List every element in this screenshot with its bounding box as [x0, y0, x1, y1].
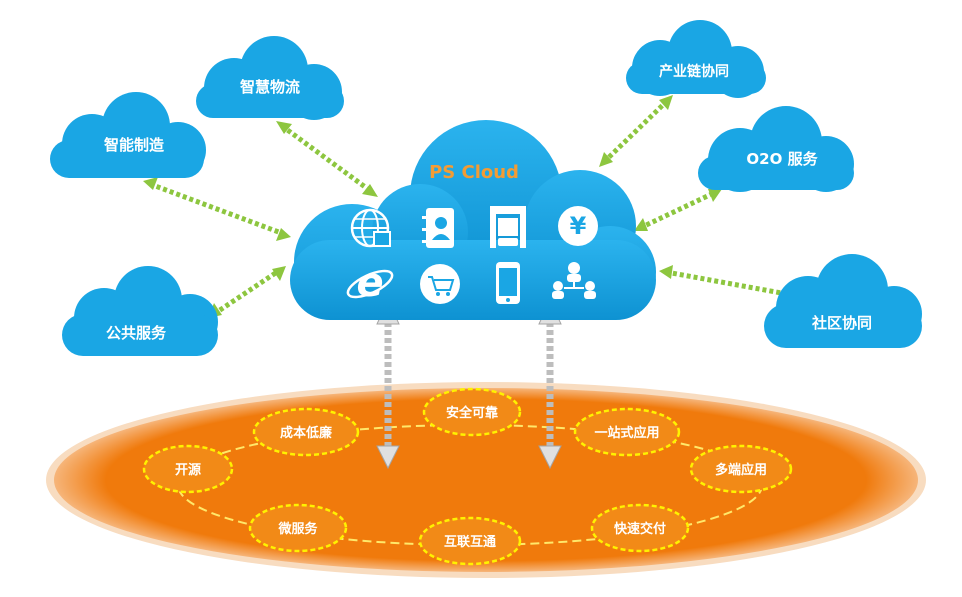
satellite-label: 社区协同	[811, 314, 872, 332]
shopping-cart-icon	[420, 264, 460, 304]
platform-node-open-source: 开源	[142, 444, 234, 494]
connector-smart-logistics	[276, 121, 378, 197]
satellite-cloud-smart-manufacturing: 智能制造	[50, 92, 206, 178]
green-connectors	[143, 95, 805, 318]
org-chart-icon	[552, 262, 596, 299]
satellite-label: 产业链协同	[659, 63, 729, 80]
platform-node-label: 微服务	[277, 521, 318, 537]
satellite-label: 公共服务	[106, 324, 167, 342]
satellite-cloud-o2o-service: O2O 服务	[698, 106, 854, 192]
platform-node-interconnect: 互联互通	[418, 516, 522, 566]
connector-smart-manufacturing	[143, 177, 291, 241]
platform-node-fast-delivery: 快速交付	[590, 503, 690, 553]
smartphone-icon	[496, 262, 520, 304]
garage-icon	[490, 206, 526, 248]
platform-node-one-stop: 一站式应用	[573, 407, 681, 457]
platform-node-label: 开源	[175, 462, 201, 478]
satellite-cloud-community: 社区协同	[764, 254, 922, 348]
svg-text:¥: ¥	[570, 212, 587, 240]
platform-node-multi-terminal: 多端应用	[689, 444, 793, 494]
address-book-icon	[422, 208, 454, 248]
platform-node-low-cost: 成本低廉	[252, 407, 360, 457]
satellite-label: O2O 服务	[746, 150, 818, 168]
platform-node-micro-service: 微服务	[248, 503, 348, 553]
central-cloud-title: PS Cloud	[429, 162, 519, 183]
satellite-cloud-smart-logistics: 智慧物流	[196, 36, 344, 120]
platform-node-secure-reliable: 安全可靠	[422, 387, 522, 437]
platform-node-label: 安全可靠	[446, 405, 498, 421]
platform-node-label: 快速交付	[614, 521, 666, 537]
internet-explorer-icon: e	[346, 260, 394, 306]
satellite-cloud-public-service: 公共服务	[62, 266, 218, 356]
globe-icon	[350, 208, 391, 248]
platform-node-label: 多端应用	[715, 462, 767, 478]
satellite-cloud-industry-chain: 产业链协同	[626, 20, 766, 98]
yen-icon: ¥	[558, 206, 598, 246]
connector-o2o-service	[634, 189, 722, 231]
connector-public-service	[208, 266, 286, 318]
central-cloud: PS Cloud ¥	[290, 120, 656, 320]
satellite-label: 智能制造	[104, 136, 164, 154]
connector-industry-chain	[599, 95, 673, 167]
platform-node-label: 一站式应用	[594, 425, 659, 441]
satellite-label: 智慧物流	[240, 78, 300, 96]
platform-node-label: 互联互通	[444, 534, 496, 550]
platform-node-label: 成本低廉	[280, 425, 332, 441]
svg-text:e: e	[356, 260, 383, 306]
